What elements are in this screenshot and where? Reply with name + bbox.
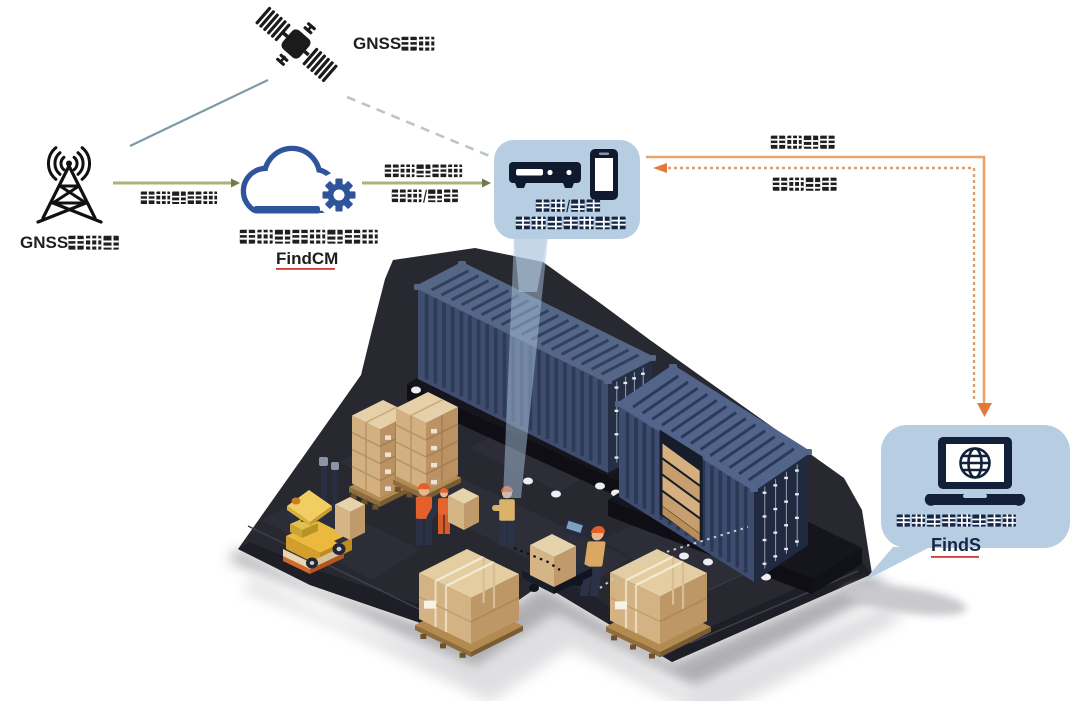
- svg-text:GNSS: GNSS: [353, 34, 401, 53]
- svg-text:FindS: FindS: [931, 535, 981, 555]
- svg-text:GNSS: GNSS: [20, 233, 68, 252]
- svg-text:FindCM: FindCM: [276, 249, 338, 268]
